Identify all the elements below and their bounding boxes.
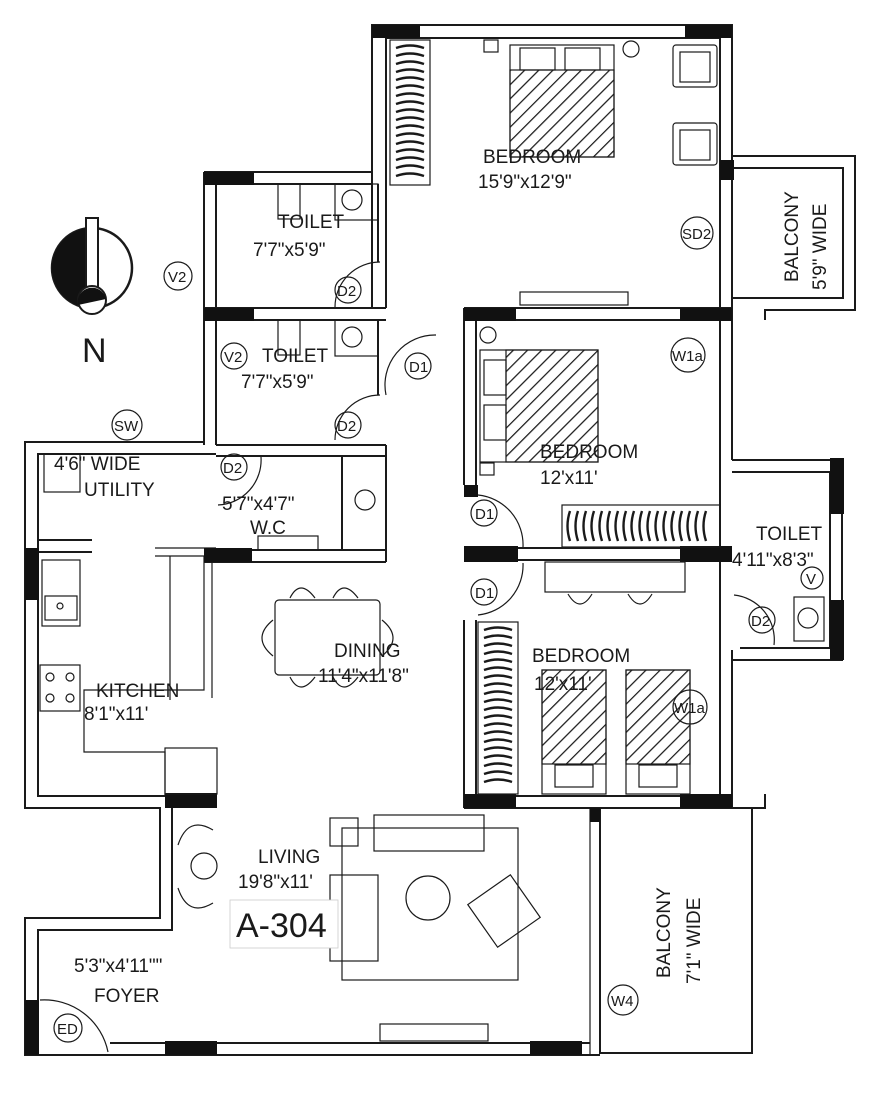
toilet-1-size: 7'7"x5'9" (253, 240, 326, 261)
bedroom-2-size: 12'x11' (540, 468, 598, 489)
utility-size: 4'6" WIDE (54, 454, 140, 475)
tag-v2-b: V2 (220, 342, 248, 370)
svg-text:D1: D1 (475, 506, 494, 523)
master-bedroom-size: 15'9"x12'9" (478, 172, 572, 193)
bedroom-3-name: BEDROOM (532, 646, 630, 667)
bedroom-2-name: BEDROOM (540, 442, 638, 463)
tag-d1-a: D1 (404, 352, 432, 380)
svg-text:W4: W4 (611, 993, 634, 1010)
tag-v: V (800, 566, 824, 590)
unit-label: A-304 (236, 907, 327, 945)
tag-d1-b: D1 (470, 499, 498, 527)
balcony-1-name: BALCONY (782, 191, 803, 282)
north-compass: N (50, 217, 134, 370)
foyer-name: FOYER (94, 986, 159, 1007)
tag-w1a-b: W1a (672, 689, 708, 725)
svg-text:D1: D1 (475, 585, 494, 602)
svg-text:SW: SW (114, 418, 139, 435)
svg-text:D2: D2 (223, 460, 242, 477)
tag-d2-d: D2 (748, 606, 776, 634)
tag-sd2: SD2 (680, 216, 714, 250)
svg-text:D2: D2 (337, 283, 356, 300)
columns (25, 25, 844, 1055)
tag-sw: SW (111, 409, 143, 441)
kitchen-size: 8'1"x11' (84, 704, 148, 725)
toilet-2-name: TOILET (262, 346, 329, 367)
toilet-3-size: 4'11"x8'3" (732, 550, 814, 571)
utility-name: UTILITY (84, 480, 155, 501)
tag-d2-b: D2 (334, 411, 362, 439)
beds (479, 44, 691, 795)
door-swings (39, 261, 775, 1053)
tags: V2 SW V2 D2 D2 D2 D2 D1 D1 D1 SD2 W1a W1… (53, 216, 824, 1043)
tag-w4: W4 (607, 984, 639, 1016)
balcony-2-name: BALCONY (654, 887, 675, 978)
bedroom-3-size: 12'x11' (534, 674, 592, 695)
tag-d2-c: D2 (220, 453, 248, 481)
toilet-3-name: TOILET (756, 524, 823, 545)
balcony-1-size: 5'9" WIDE (810, 204, 831, 290)
tag-v2-a: V2 (163, 261, 193, 291)
svg-text:V2: V2 (224, 349, 242, 366)
wc-name: W.C (250, 518, 286, 539)
compass-label: N (82, 332, 107, 370)
kitchen-name: KITCHEN (96, 681, 179, 702)
tag-w1a-a: W1a (670, 337, 706, 373)
wardrobes (389, 39, 721, 795)
wc-size: 5'7"x4'7" (222, 494, 295, 515)
svg-text:V: V (806, 571, 816, 588)
svg-text:D1: D1 (409, 359, 428, 376)
svg-text:D2: D2 (751, 613, 770, 630)
foyer-size: 5'3"x4'11"" (74, 956, 162, 977)
living-size: 19'8"x11' (238, 872, 313, 893)
living-name: LIVING (258, 847, 320, 868)
svg-text:SD2: SD2 (682, 226, 711, 243)
toilet-1-name: TOILET (278, 212, 345, 233)
tag-ed: ED (53, 1013, 83, 1043)
balcony-2-size: 7'1" WIDE (684, 898, 705, 984)
tag-d1-c: D1 (470, 578, 498, 606)
svg-text:V2: V2 (168, 269, 186, 286)
svg-text:ED: ED (57, 1021, 78, 1038)
master-bedroom-name: BEDROOM (483, 147, 581, 168)
furniture (39, 39, 825, 1042)
svg-text:W1a: W1a (672, 348, 704, 365)
svg-text:W1a: W1a (674, 700, 706, 717)
toilet-2-size: 7'7"x5'9" (241, 372, 314, 393)
dining-name: DINING (334, 641, 401, 662)
svg-text:D2: D2 (337, 418, 356, 435)
tag-d2-a: D2 (334, 276, 362, 304)
dining-size: 11'4"x11'8" (318, 666, 409, 687)
room-labels: BEDROOM 15'9"x12'9" TOILET 7'7"x5'9" TOI… (54, 147, 831, 1007)
